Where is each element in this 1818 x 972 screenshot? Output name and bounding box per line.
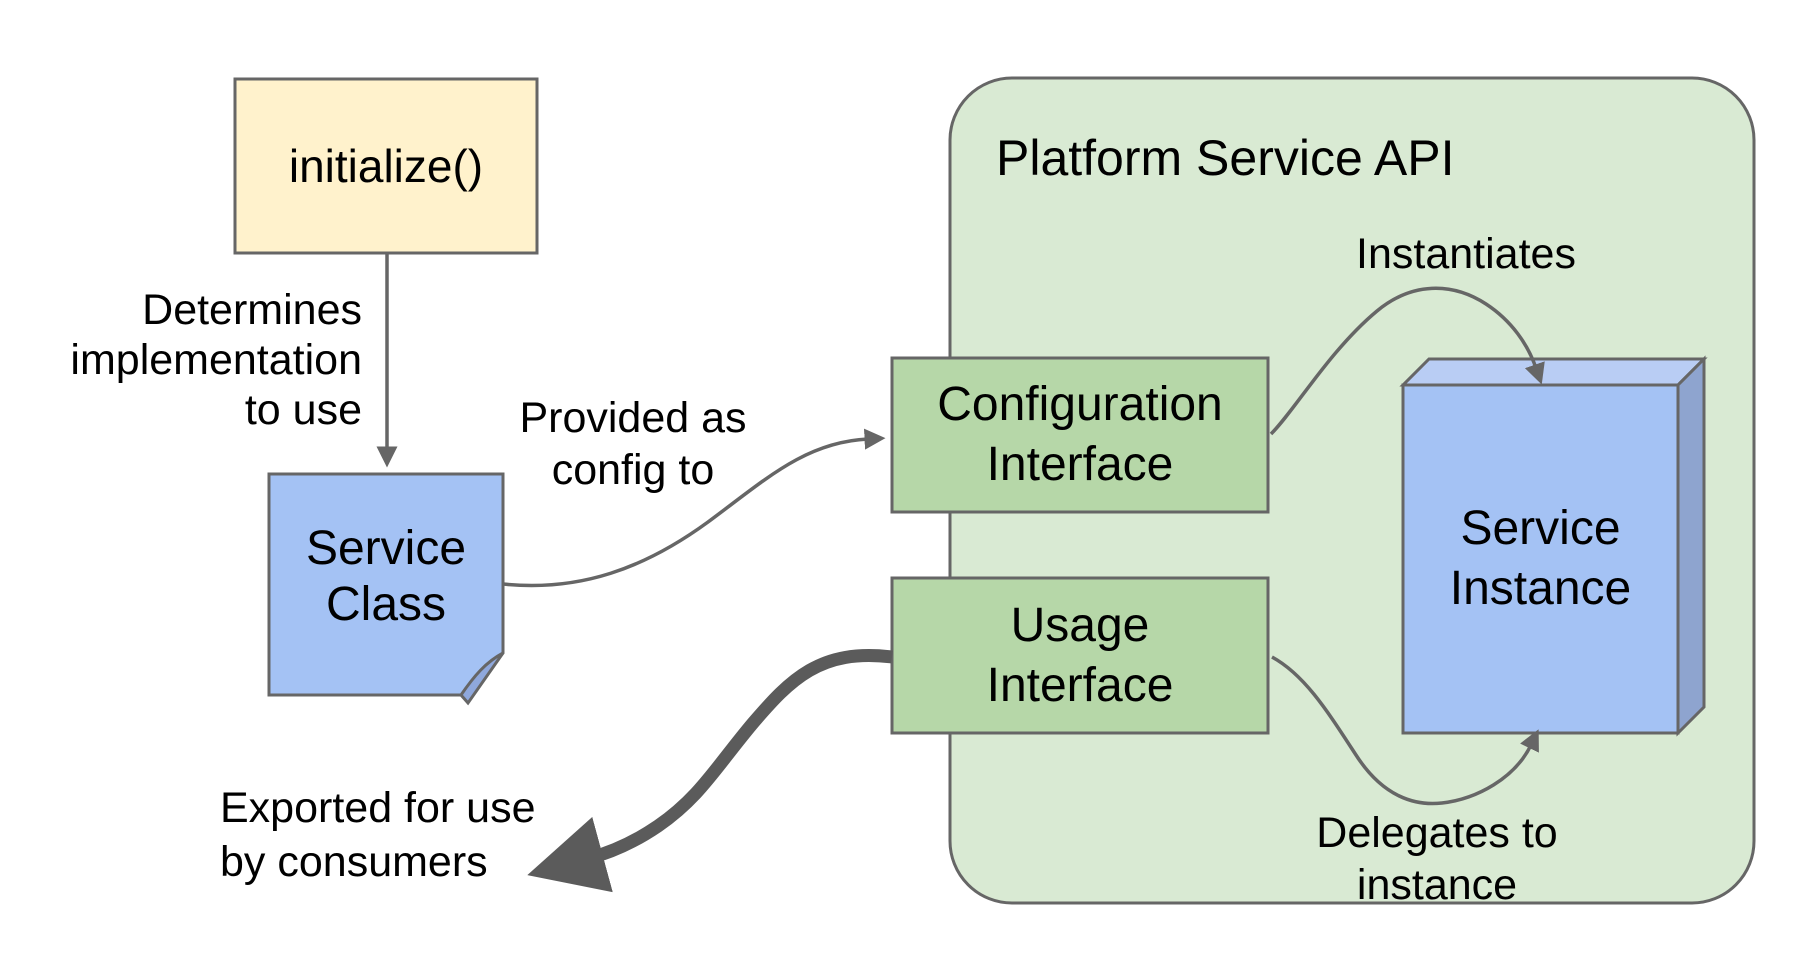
configuration-interface-label: Configuration Interface — [937, 378, 1223, 491]
delegates-arrow — [1271, 655, 1539, 806]
service-class-note-fold — [459, 651, 505, 706]
initialize-box — [233, 77, 539, 255]
exported-annotation: Exported for use by consumers — [220, 784, 536, 886]
usage-interface-label: Usage Interface — [986, 598, 1174, 712]
service-instance-cube-top — [1399, 357, 1708, 387]
delegates-annotation: Delegates to instance — [1316, 809, 1558, 909]
provided-annotation: Provided as config to — [519, 394, 747, 494]
platform-service-api-title: Platform Service API — [996, 130, 1455, 186]
initialize-label: initialize() — [288, 140, 484, 192]
service-instance-cube-front — [1401, 383, 1680, 735]
determines-annotation: Determines implementation to use — [70, 286, 362, 434]
exported-arrow — [527, 649, 893, 893]
service-instance-cube-side — [1676, 355, 1706, 737]
service-instance-label: Service Instance — [1449, 502, 1632, 615]
provided-as-config-arrow — [502, 428, 886, 588]
instantiates-annotation: Instantiates — [1356, 230, 1576, 278]
configuration-interface-box — [890, 356, 1270, 514]
service-class-label: Service Class — [305, 522, 467, 631]
usage-interface-box — [890, 576, 1270, 735]
instantiates-arrow — [1269, 286, 1545, 436]
